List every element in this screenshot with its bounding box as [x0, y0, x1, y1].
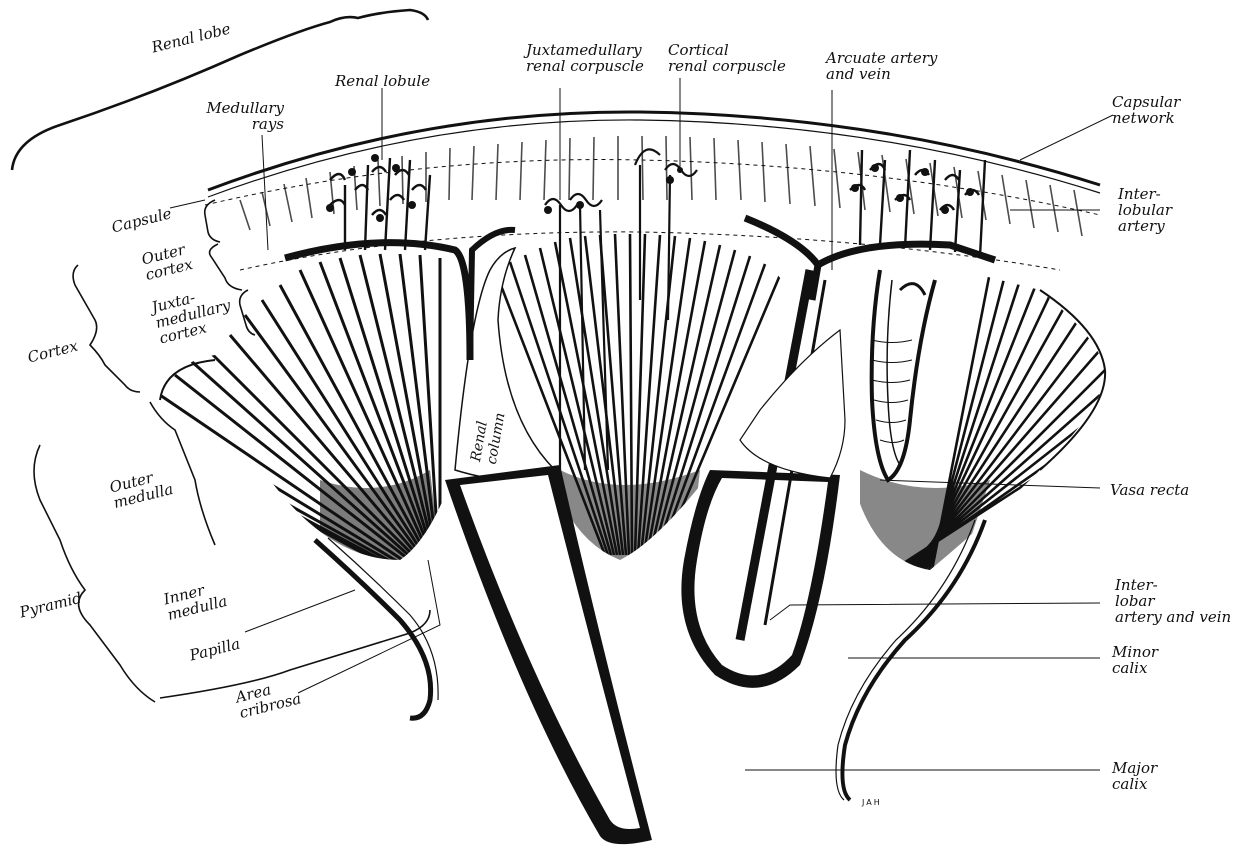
left-pyramid-outline [160, 360, 215, 400]
vasa-recta-loops [872, 270, 935, 480]
middle-glomeruli [544, 167, 683, 214]
capsule-inner [208, 120, 1100, 197]
label-vasa-recta: Vasa recta [1110, 482, 1189, 498]
label-renal-lobule: Renal lobule [335, 73, 430, 89]
right-calix-tail-inner [836, 520, 975, 800]
outer-cortex-boundary [205, 160, 1100, 215]
left-calix-tail-inner [328, 538, 438, 700]
leader-papilla [245, 590, 355, 632]
leader-lines [170, 78, 1113, 770]
brace-juxta-cortex [240, 290, 255, 335]
artist-signature: JAH [862, 798, 882, 807]
leader-capsular [1020, 115, 1113, 160]
brace-capsule [205, 200, 220, 242]
right-lobule-vessels [850, 150, 985, 256]
brace-cortex [73, 265, 140, 392]
left-calix-tail [315, 540, 431, 718]
leader-capsule [170, 200, 205, 208]
